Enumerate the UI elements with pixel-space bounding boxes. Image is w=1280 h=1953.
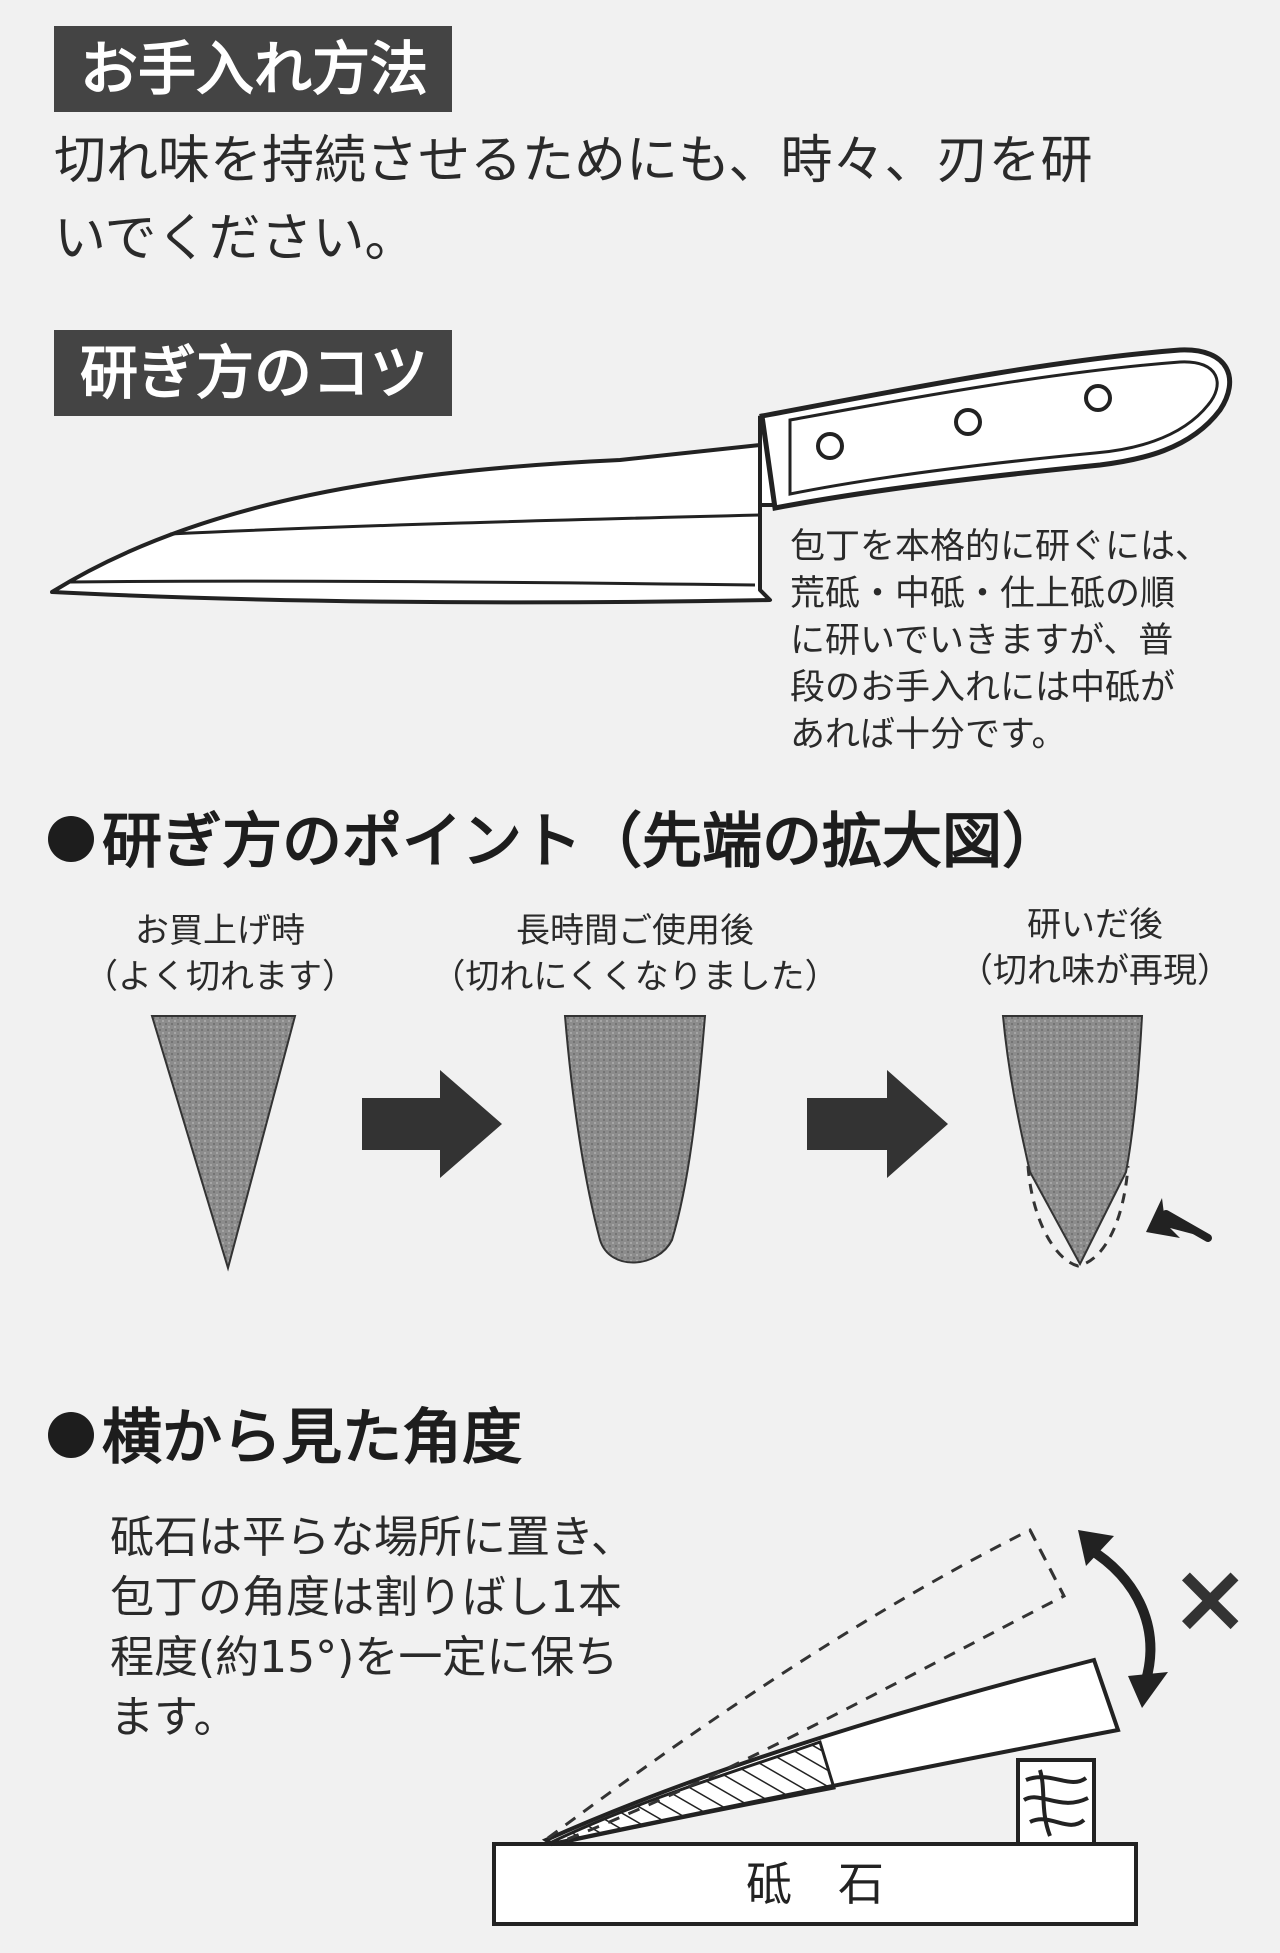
knife-spine-line	[169, 513, 761, 536]
points-heading-text: 研ぎ方のポイント（先端の拡大図）	[102, 807, 1062, 877]
stage-1-title: お買上げ時	[135, 911, 305, 951]
arrow-right-icon-1	[362, 1070, 502, 1178]
stage-2-subtitle: （切れにくくなりました）	[431, 957, 839, 997]
stage-1-subtitle: （よく切れます）	[84, 957, 356, 997]
knife-handle	[759, 347, 1232, 511]
stage-3-subtitle: （切れ味が再現）	[959, 951, 1231, 991]
stage-2-title: 長時間ご使用後	[516, 911, 754, 951]
angle-text-line-1: 砥石は平らな場所に置き、	[110, 1512, 635, 1563]
whetstone-label: 砥 石	[746, 1857, 884, 1911]
stage-caption-3: 研いだ後 （切れ味が再現）	[930, 902, 1260, 994]
tips-note: 包丁を本格的に研ぐには、 荒砥・中砥・仕上砥の順 に研いでいきますが、普 段のお…	[790, 524, 1210, 759]
angle-heading: 横から見た角度	[48, 1408, 522, 1468]
angle-text: 砥石は平らな場所に置き、 包丁の角度は割りばし1本 程度(約15°)を一定に保ち…	[110, 1508, 635, 1748]
angle-text-line-4: ます。	[110, 1692, 238, 1743]
wrong-angle-mark: ×	[1170, 1542, 1251, 1654]
points-heading: 研ぎ方のポイント（先端の拡大図）	[48, 812, 1062, 872]
angle-text-line-2: 包丁の角度は割りばし1本	[110, 1572, 622, 1623]
bullet-icon	[48, 1412, 94, 1459]
angle-heading-text: 横から見た角度	[102, 1403, 522, 1473]
bullet-icon	[48, 816, 94, 863]
knife-bevel-hatched	[548, 1740, 836, 1846]
stage-caption-1: お買上げ時 （よく切れます）	[70, 908, 370, 1000]
pointer-arrow-icon	[1146, 1198, 1208, 1238]
care-text-line-2: いでください。	[54, 209, 417, 269]
angle-text-line-3: 程度(約15°)を一定に保ち	[110, 1632, 619, 1683]
tip-sharp	[150, 1015, 297, 1272]
handle-rivet-1	[816, 432, 844, 460]
handle-rivet-3	[1084, 384, 1112, 412]
knife-bolster	[758, 415, 777, 507]
tips-note-line-5: あれば十分です。	[790, 715, 1067, 755]
tip-resharpened	[1001, 1015, 1144, 1267]
tips-header: 研ぎ方のコツ	[54, 330, 453, 416]
tips-note-line-3: に研いでいきますが、普	[790, 621, 1174, 661]
wood-block	[1016, 1758, 1096, 1846]
knife-blade	[50, 418, 772, 605]
handle-rivet-2	[954, 408, 982, 436]
stage-3-title: 研いだ後	[1027, 905, 1163, 945]
tips-note-line-4: 段のお手入れには中砥が	[790, 668, 1176, 708]
knife-edge-line	[69, 579, 756, 587]
tip-dull	[563, 1015, 707, 1264]
care-header: お手入れ方法	[54, 26, 453, 112]
arrow-right-icon-2	[807, 1070, 948, 1178]
stage-caption-2: 長時間ご使用後 （切れにくくなりました）	[405, 908, 865, 1000]
tips-note-line-2: 荒砥・中砥・仕上砥の順	[790, 574, 1176, 614]
tips-note-line-1: 包丁を本格的に研ぐには、	[790, 527, 1211, 567]
care-text: 切れ味を持続させるためにも、時々、刃を研 いでください。	[54, 122, 1092, 278]
curved-double-arrow-icon	[1085, 1543, 1156, 1682]
care-text-line-1: 切れ味を持続させるためにも、時々、刃を研	[54, 131, 1093, 191]
tip-former-outline	[1026, 1165, 1130, 1268]
